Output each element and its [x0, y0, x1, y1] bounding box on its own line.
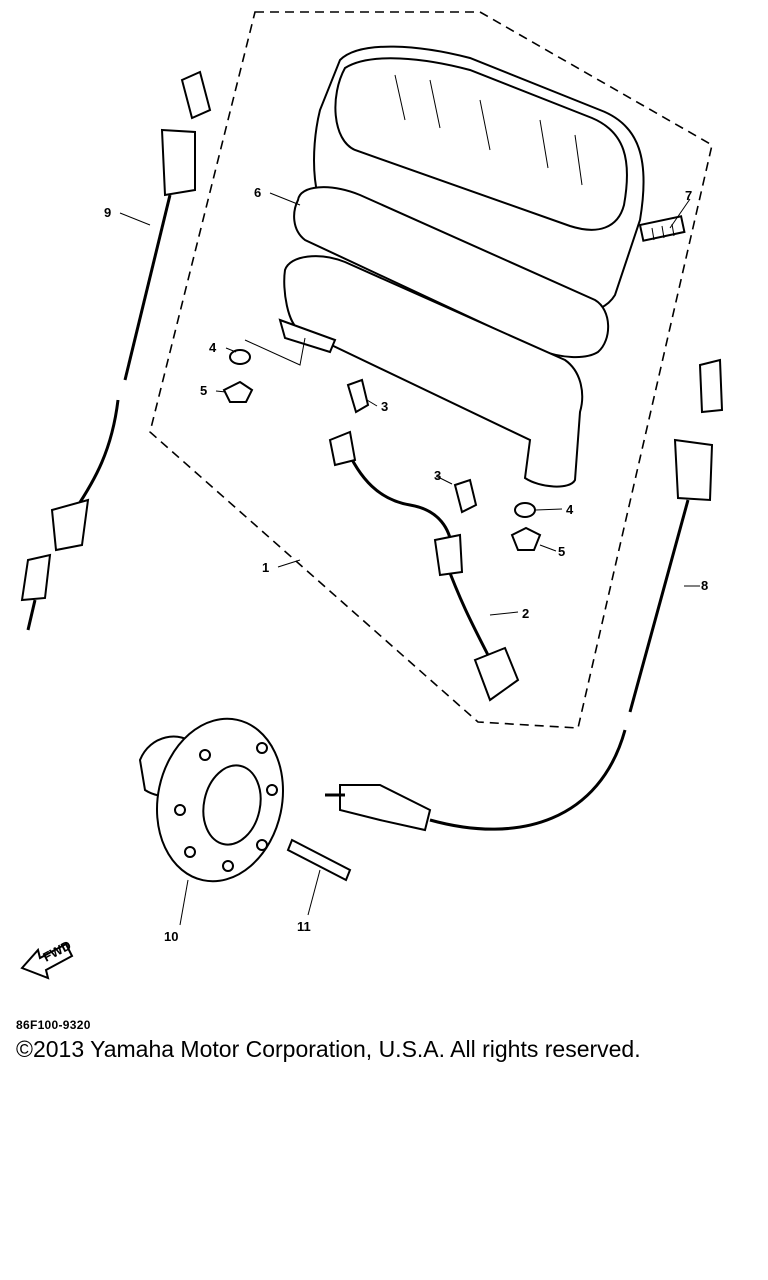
forward-arrow-icon: FWD	[20, 938, 74, 980]
callout-9: 9	[104, 205, 111, 220]
callout-4-left: 4	[209, 340, 217, 355]
nut-right	[510, 526, 542, 551]
bulb-3-upper	[346, 378, 370, 414]
bulb-3-lower	[453, 478, 478, 514]
callout-11: 11	[297, 919, 311, 934]
meter-bracket	[283, 255, 584, 488]
parts-exploded-diagram: 1 2 3 3 4 4 5 5 6 7 8 9 10 11 FWD	[20, 11, 724, 980]
cable-8	[325, 358, 724, 832]
wire-harness	[328, 430, 520, 702]
callout-4-right: 4	[566, 502, 574, 517]
drive-pin-11	[286, 838, 352, 882]
callout-7: 7	[685, 188, 692, 203]
copyright-notice: ©2013 Yamaha Motor Corporation, U.S.A. A…	[16, 1036, 641, 1062]
washer-right	[514, 502, 536, 518]
callout-5-right: 5	[558, 544, 565, 559]
callout-5-left: 5	[200, 383, 207, 398]
callout-3-upper: 3	[381, 399, 388, 414]
callout-3-lower: 3	[434, 468, 441, 483]
assembly-boundary-dashed	[149, 11, 713, 729]
leader-lines	[119, 192, 700, 926]
gasket-ring	[293, 186, 610, 358]
lamp-socket-7	[638, 215, 686, 242]
callout-2: 2	[522, 606, 529, 621]
callout-10: 10	[164, 929, 178, 944]
diagram-code: 86F100-9320	[16, 1018, 91, 1032]
cable-9	[20, 70, 212, 631]
washer-nut-left	[222, 337, 306, 403]
speedometer-gear-drive	[138, 717, 284, 883]
callout-6: 6	[254, 185, 261, 200]
callout-8: 8	[701, 578, 708, 593]
callout-1: 1	[262, 560, 269, 575]
